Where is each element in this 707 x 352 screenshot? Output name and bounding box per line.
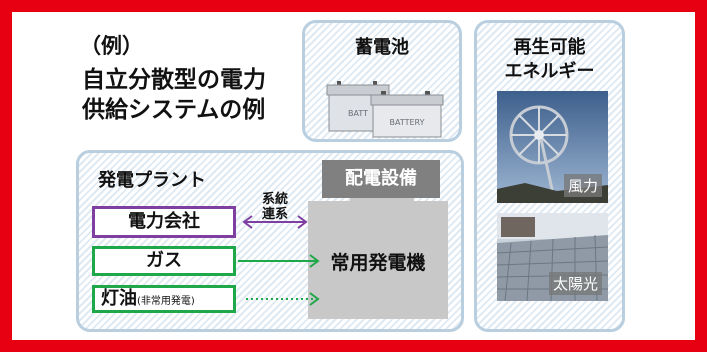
generator-label: 常用発電機 (330, 252, 426, 274)
battery-panel: 蓄電池 BATT BATTERY (302, 20, 462, 142)
title-line-2: 供給システムの例 (82, 97, 266, 123)
gas-arrow-icon (238, 254, 320, 268)
source-gas: ガス (92, 246, 236, 276)
example-tag: （例） (80, 34, 143, 58)
title-line-1: 自立分散型の電力 (82, 67, 266, 93)
solar-caption: 太陽光 (548, 272, 602, 295)
battery-text: BATTERY (390, 118, 425, 127)
bidirectional-arrow-icon (242, 215, 308, 229)
source-power-company: 電力会社 (92, 206, 236, 238)
source-kerosene: 灯油(非常用発電) (92, 285, 236, 313)
battery-label: 蓄電池 (355, 37, 409, 58)
renewable-label-line-1: 再生可能 (513, 37, 586, 58)
source-kerosene-label: 灯油 (101, 288, 137, 309)
renewable-label-line-2: エネルギー (504, 61, 595, 82)
source-power-company-label: 電力会社 (128, 211, 200, 232)
battery-front-icon: BATTERY (370, 91, 444, 138)
distribution-equipment: 配電設備 (322, 160, 440, 198)
battery-illustration: BATT BATTERY (326, 81, 444, 138)
source-kerosene-note: (非常用発電) (137, 296, 195, 307)
generator-connector (350, 195, 414, 205)
kerosene-dotted-arrow-icon (246, 292, 320, 306)
grid-link-label-1: 系統 (262, 192, 289, 207)
renewable-panel: 再生可能 エネルギー 風力 (474, 20, 625, 332)
grid-link-label-2: 連系 (262, 207, 289, 222)
generator-box (308, 201, 448, 319)
solar-photo: 太陽光 (497, 213, 608, 301)
wind-caption: 風力 (563, 174, 602, 197)
wind-photo: 風力 (497, 91, 608, 203)
svg-text:BATT: BATT (348, 109, 368, 118)
source-gas-label: ガス (146, 250, 182, 271)
power-plant-label: 発電プラント (98, 170, 206, 191)
